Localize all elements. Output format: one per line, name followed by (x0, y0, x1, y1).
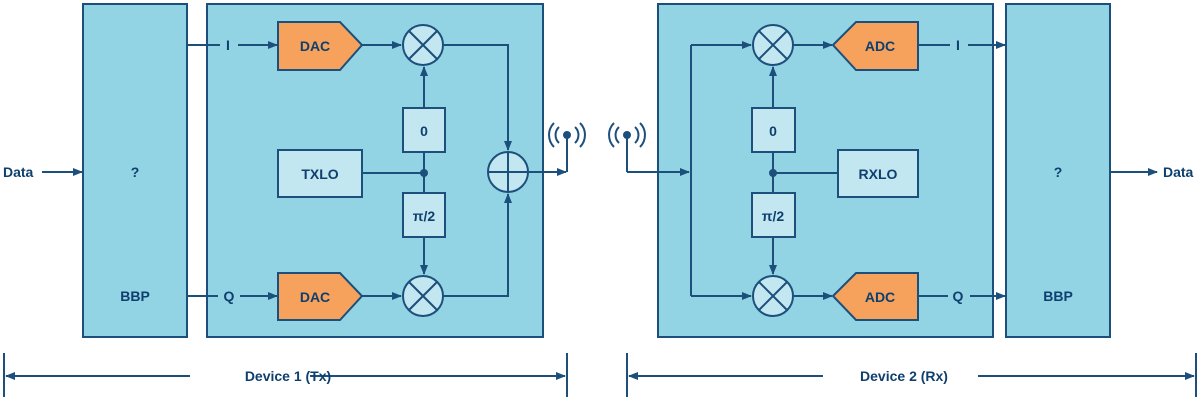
rx-adc-i-label: ADC (865, 38, 895, 54)
tx-dac-i-label: DAC (300, 38, 330, 54)
tx-bbp-block (82, 3, 188, 338)
tx-antenna-icon (548, 122, 586, 172)
tx-bbp-label: BBP (120, 288, 150, 304)
tx-phase-90-label: π/2 (413, 208, 436, 224)
rx-adc-q-label: ADC (865, 289, 895, 305)
tx-data-in-label: Data (3, 164, 34, 180)
tx-phase-0-label: 0 (420, 123, 428, 139)
tx-junction-dot (420, 169, 428, 177)
tx-span-indicator (3, 353, 568, 397)
tx-summer-icon (487, 151, 529, 193)
rx-i-label: I (956, 37, 960, 53)
rx-bbp-block (1005, 3, 1111, 338)
rx-antenna-icon (608, 122, 646, 172)
tx-phase-90-block (402, 192, 446, 238)
tx-dac-q (277, 272, 364, 321)
tx-i-to-sum (443, 44, 512, 151)
rx-data-out-label: Data (1163, 164, 1194, 180)
rx-bbp-label: BBP (1043, 288, 1073, 304)
tx-lo-label: TXLO (301, 166, 338, 182)
rx-device-block (657, 3, 994, 338)
tx-bbp-unknown: ? (131, 164, 140, 180)
rx-junction-dot (769, 169, 777, 177)
rx-span-label: Device 2 (Rx) (860, 368, 948, 384)
rx-q-label: Q (953, 288, 964, 304)
rx-phase-90-label: π/2 (762, 208, 785, 224)
tx-dac-q-label: DAC (300, 289, 330, 305)
rx-span-indicator (626, 353, 1197, 397)
tx-dac-i (277, 21, 364, 71)
tx-span-label: Device 1 (Tx) (245, 368, 331, 384)
rx-phase-0-label: 0 (769, 123, 777, 139)
tx-lo-block (277, 149, 363, 198)
rx-mixer-q-icon (752, 275, 794, 317)
tx-q-label: Q (224, 288, 235, 304)
tx-device-block (206, 3, 544, 338)
rx-mixer-i-icon (752, 24, 794, 66)
rx-bbp-unknown: ? (1054, 164, 1063, 180)
tx-mixer-i-icon (402, 24, 444, 66)
tx-i-label: I (226, 37, 230, 53)
tx-mixer-q-icon (402, 275, 444, 317)
rx-lo-label: RXLO (859, 166, 898, 182)
tx-q-to-sum (443, 193, 512, 297)
